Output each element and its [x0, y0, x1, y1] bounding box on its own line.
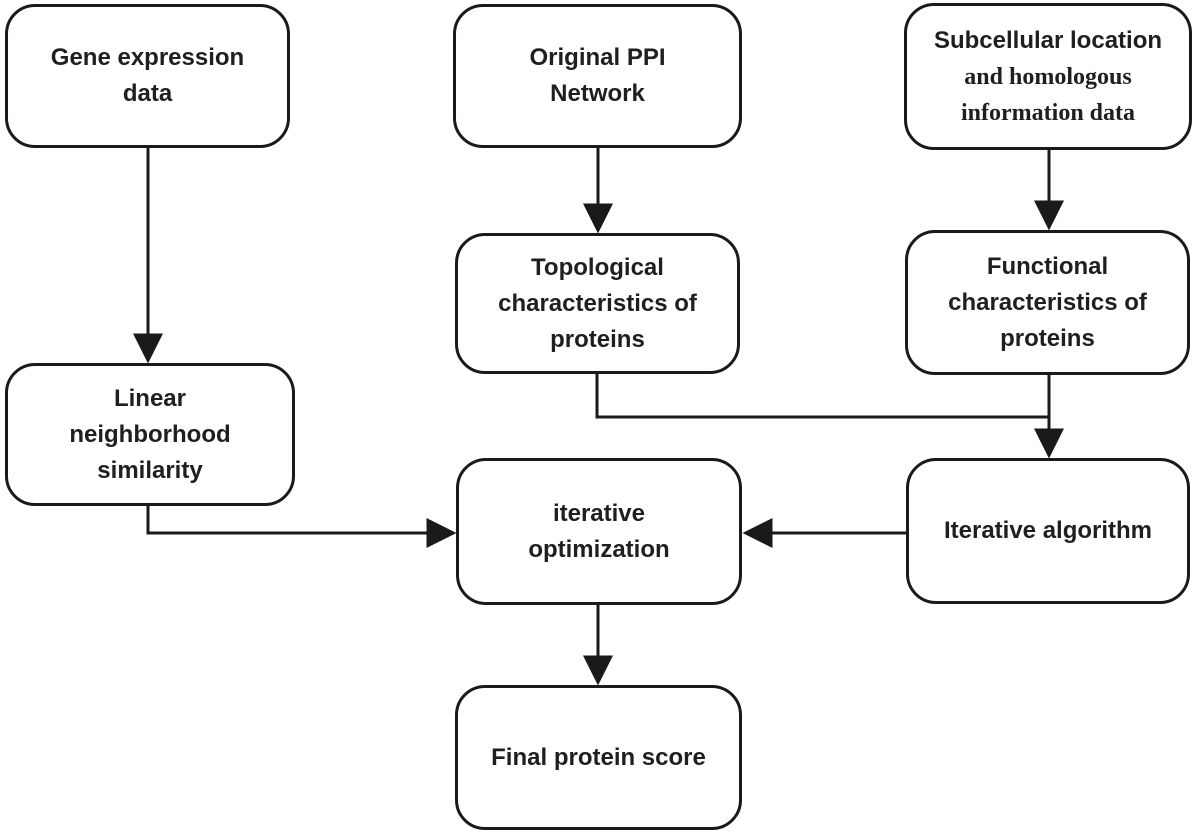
node-label: iterative optimization: [528, 499, 670, 563]
node-label-line1: Subcellular location: [933, 26, 1163, 54]
connector-topological-to-junction: [595, 373, 1049, 419]
node-label: Iterative algorithm: [943, 517, 1153, 544]
node-linear-neighborhood-similarity: Linear neighborhood similarity: [5, 363, 295, 506]
node-topological-characteristics: Topological characteristics of proteins: [455, 233, 740, 374]
node-label: Original PPI Network: [529, 44, 666, 107]
node-gene-expression-data: Gene expression data: [5, 4, 290, 148]
node-label: Gene expression data: [50, 44, 245, 107]
node-label: Functional characteristics of proteins: [948, 252, 1147, 352]
node-final-protein-score: Final protein score: [455, 685, 742, 830]
node-label: Final protein score: [491, 743, 706, 771]
node-subcellular-location-data: Subcellular location and homologous info…: [904, 3, 1192, 150]
node-label-line2: and homologous information data: [961, 63, 1135, 126]
node-original-ppi-network: Original PPI Network: [453, 4, 742, 148]
node-label: Linear neighborhood similarity: [69, 384, 231, 484]
node-functional-characteristics: Functional characteristics of proteins: [905, 230, 1190, 375]
node-iterative-algorithm: Iterative algorithm: [906, 458, 1190, 604]
node-label: Topological characteristics of proteins: [498, 253, 697, 353]
node-iterative-optimization: iterative optimization: [456, 458, 742, 605]
connector-linear-to-iterative-optimization: [146, 505, 457, 548]
